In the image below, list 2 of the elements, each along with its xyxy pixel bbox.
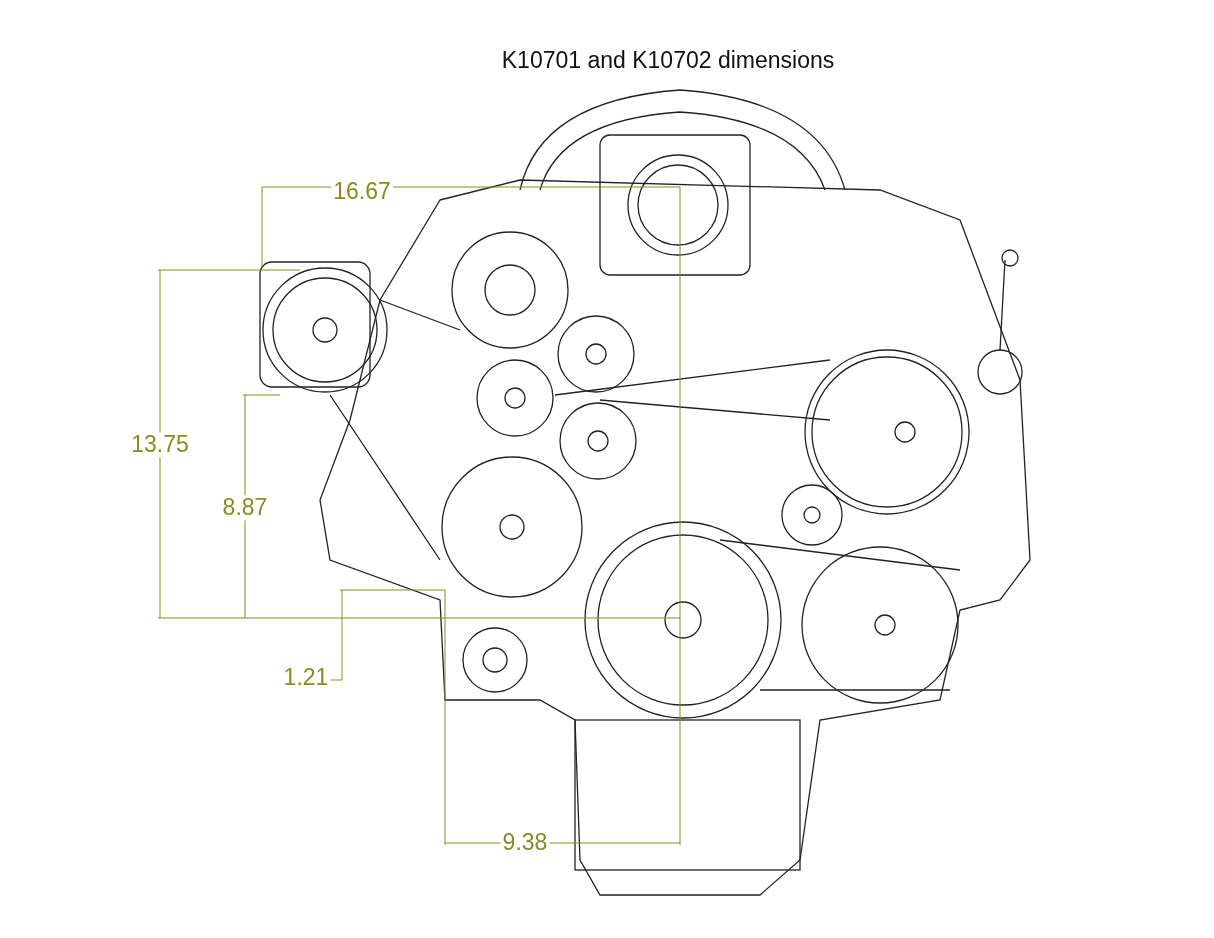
dimension-label: 8.87 <box>220 495 270 521</box>
drawing-title: K10701 and K10702 dimensions <box>501 46 835 74</box>
